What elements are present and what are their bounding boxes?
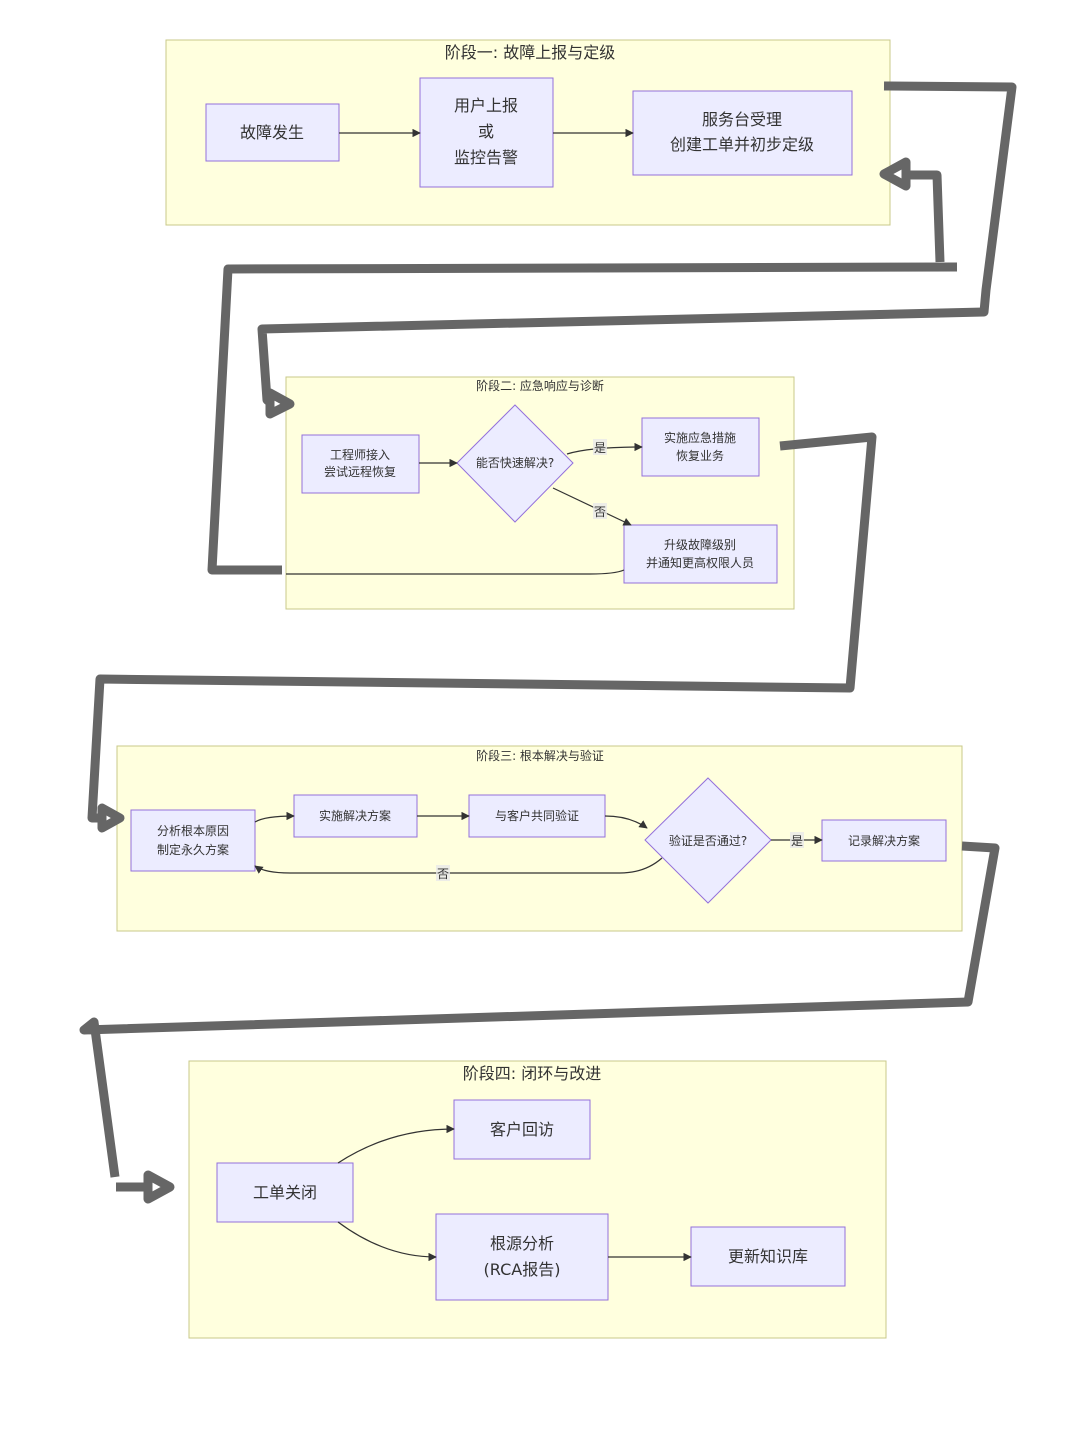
stage-1-group: 阶段一: 故障上报与定级 故障发生 用户上报 或 监控告警 服务台受理 创建工单… [165,39,891,226]
node-fault-occurs[interactable]: 故障发生 [205,103,340,162]
node-label: 与客户共同验证 [495,808,579,823]
node-label: 恢复业务 [676,448,724,463]
node-engineer-remote[interactable]: 工程师接入 尝试远程恢复 [301,434,420,494]
stage-4-group: 阶段四: 闭环与改进 工单关闭 客户回访 根源分析 (RCA报告) 更新知识库 [188,1060,887,1339]
node-label: 根源分析 [490,1234,554,1253]
decision-quick-resolve[interactable]: 能否快速解决? [456,404,574,523]
edge [604,815,648,829]
arrowhead-icon [879,157,911,191]
node-emergency-measures[interactable]: 实施应急措施 恢复业务 [641,417,760,477]
edge [337,1124,455,1164]
edge [254,811,295,823]
hand-drawn-connectors [79,81,1017,1204]
connector-back-to-stage1 [905,170,945,263]
stage-1-title: 阶段一: 故障上报与定级 [445,43,615,62]
connector-stage2-to-stage3 [87,432,877,823]
arrowhead-icon [143,1170,175,1204]
node-label: 或 [478,122,494,141]
edge [552,487,632,526]
arrowhead-icon [265,388,295,419]
node-service-desk[interactable]: 服务台受理 创建工单并初步定级 [632,90,853,176]
node-root-cause[interactable]: 分析根本原因 制定永久方案 [130,809,256,872]
stage-4-title: 阶段四: 闭环与改进 [463,1064,601,1083]
node-label: 工单关闭 [253,1183,317,1202]
edge-label-no: 否 [594,505,606,519]
node-rca[interactable]: 根源分析 (RCA报告) [435,1213,609,1301]
decision-verification-passed[interactable]: 验证是否通过? [644,777,772,904]
node-escalate[interactable]: 升级故障级别 并通知更高权限人员 [623,524,778,584]
node-implement-solution[interactable]: 实施解决方案 [293,794,418,838]
node-label: 记录解决方案 [848,833,920,848]
node-label: 故障发生 [240,123,304,142]
decision-label: 能否快速解决? [476,456,554,470]
node-close-ticket[interactable]: 工单关闭 [216,1162,354,1223]
node-label: 并通知更高权限人员 [646,555,754,570]
node-label: 更新知识库 [728,1247,808,1266]
connector-stage3-to-stage4 [79,841,1000,1178]
node-label: 工程师接入 [330,447,390,462]
node-label: 升级故障级别 [664,537,736,552]
edge [337,1221,437,1262]
decision-label: 验证是否通过? [669,833,747,848]
node-update-knowledge-base[interactable]: 更新知识库 [690,1226,846,1287]
node-label: 客户回访 [490,1120,554,1139]
node-user-report[interactable]: 用户上报 或 监控告警 [419,77,554,188]
node-label: 实施应急措施 [664,430,736,445]
edge [254,857,663,874]
node-label: 用户上报 [454,96,518,115]
node-customer-followup[interactable]: 客户回访 [453,1099,591,1160]
edge-label-yes: 是 [791,834,803,848]
connector-loop-left [207,262,958,575]
edge-label-yes: 是 [594,441,606,455]
stage-2-group: 阶段二: 应急响应与诊断 工程师接入 尝试远程恢复 能否快速解决? 实施应急措施… [285,376,795,610]
node-label: (RCA报告) [484,1260,561,1279]
node-label: 制定永久方案 [157,842,229,857]
node-label: 监控告警 [454,148,518,167]
stage-2-title: 阶段二: 应急响应与诊断 [476,378,604,393]
node-label: 创建工单并初步定级 [670,135,814,154]
stage-3-title: 阶段三: 根本解决与验证 [476,748,604,763]
node-label: 分析根本原因 [157,824,229,838]
arrowhead-icon [97,803,125,833]
node-verify-with-customer[interactable]: 与客户共同验证 [468,794,606,838]
node-label: 实施解决方案 [319,808,391,823]
edge-label-no: 否 [437,867,449,881]
stage-3-group: 阶段三: 根本解决与验证 分析根本原因 制定永久方案 实施解决方案 与客户共同验… [116,745,963,932]
node-label: 服务台受理 [702,110,782,129]
node-record-solution[interactable]: 记录解决方案 [821,819,947,862]
node-label: 尝试远程恢复 [324,464,396,479]
edge [286,569,625,575]
